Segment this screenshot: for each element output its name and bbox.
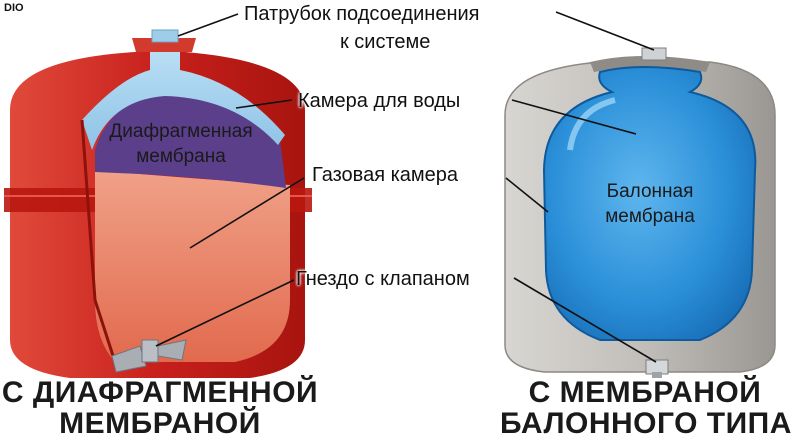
caption-left-line1: С ДИАФРАГМЕННОЙ xyxy=(1,376,319,409)
label-gas-chamber: Газовая камера xyxy=(312,164,459,186)
left-tank-valve xyxy=(111,339,187,373)
left-tank xyxy=(4,29,312,378)
label-valve-socket: Гнездо с клапаном xyxy=(296,268,470,290)
right-tank-valve xyxy=(645,359,669,378)
left-tank-connection-pipe xyxy=(132,38,196,52)
leader-gas-right xyxy=(505,177,549,213)
left-tank-water-chamber xyxy=(82,38,285,150)
leader-water-right xyxy=(511,99,637,135)
leader-connection-right xyxy=(555,11,655,51)
leader-lines xyxy=(155,11,657,363)
caption-left-line2: МЕМБРАНОЙ xyxy=(59,407,261,440)
label-connection-pipe-line2: к системе xyxy=(340,31,431,53)
left-tank-gas-chamber xyxy=(95,170,290,362)
right-tank-balloon-membrane xyxy=(542,66,757,341)
label-balloon-membrane-line1: Балонная xyxy=(606,181,694,202)
leader-valve-right xyxy=(513,277,657,363)
caption-right-line1: С МЕМБРАНОЙ xyxy=(528,376,762,409)
label-diaphragm-membrane-line2: мембрана xyxy=(136,146,226,167)
right-tank xyxy=(504,47,776,378)
caption-right-line2: БАЛОННОГО ТИПА xyxy=(500,407,792,440)
label-connection-pipe-line1: Патрубок подсоединения xyxy=(244,3,480,25)
label-diaphragm-membrane-line1: Диафрагменная xyxy=(109,121,253,142)
left-tank-membrane xyxy=(95,92,286,188)
leader-water-left xyxy=(235,99,293,109)
leader-connection-left xyxy=(177,13,239,37)
watermark: DIO xyxy=(4,2,24,14)
leader-valve-left xyxy=(155,279,295,347)
label-balloon-membrane-line2: мембрана xyxy=(605,206,695,227)
leader-gas-left xyxy=(189,177,305,249)
label-water-chamber: Камера для воды xyxy=(298,90,461,112)
